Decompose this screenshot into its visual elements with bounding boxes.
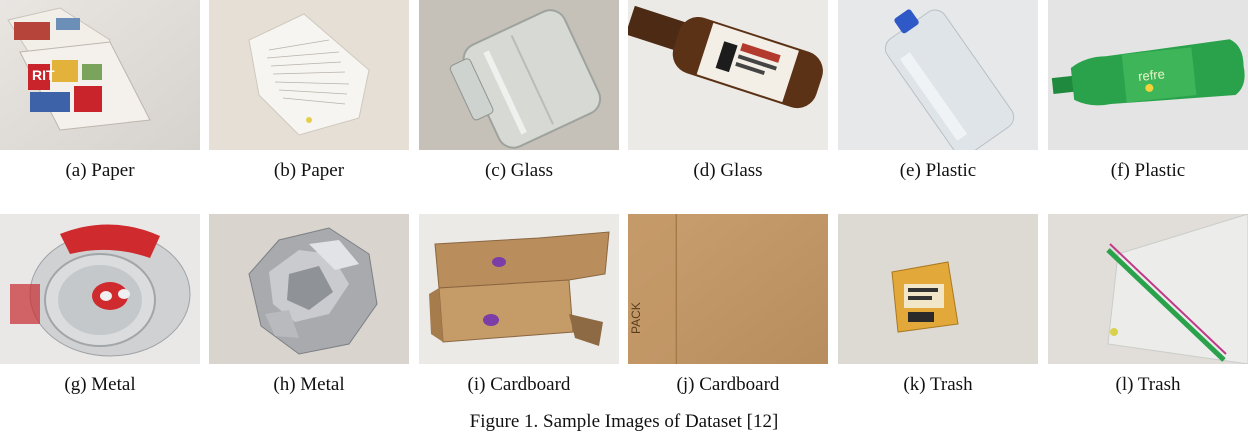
caption: (e) Plastic <box>899 160 977 181</box>
glass-photo-bottle <box>628 0 828 150</box>
trash-photo-snack-bag <box>838 214 1038 364</box>
paper-photo-crumpled <box>209 0 409 150</box>
metal-photo-can <box>0 214 200 364</box>
cardboard-photo-box <box>419 214 619 364</box>
caption: (f) Plastic <box>1110 160 1186 181</box>
plastic-photo-jug <box>838 0 1038 150</box>
caption: (j) Cardboard <box>676 374 780 395</box>
plastic-photo-green-bottle: refre <box>1048 0 1248 150</box>
metal-photo-foil <box>209 214 409 364</box>
figure-grid: RIT (a) Paper (b) Paper <box>0 0 1248 395</box>
caption: (h) Metal <box>273 374 345 395</box>
cardboard-photo-flat: PACK <box>628 214 828 364</box>
caption: (g) Metal <box>64 374 136 395</box>
caption: (d) Glass <box>693 160 763 181</box>
caption: (b) Paper <box>273 160 345 181</box>
caption: (a) Paper <box>65 160 135 181</box>
svg-text:RIT: RIT <box>32 67 55 83</box>
figure-caption: Figure 1. Sample Images of Dataset [12] <box>469 411 779 432</box>
svg-text:refre: refre <box>1137 66 1165 84</box>
trash-photo-plastic-bag <box>1048 214 1248 364</box>
caption: (c) Glass <box>484 160 554 181</box>
glass-photo-jar <box>419 0 619 150</box>
paper-photo-newspaper: RIT <box>0 0 200 150</box>
caption: (k) Trash <box>903 374 973 395</box>
caption: (i) Cardboard <box>467 374 571 395</box>
svg-text:PACK: PACK <box>629 302 643 334</box>
caption: (l) Trash <box>1115 374 1181 395</box>
